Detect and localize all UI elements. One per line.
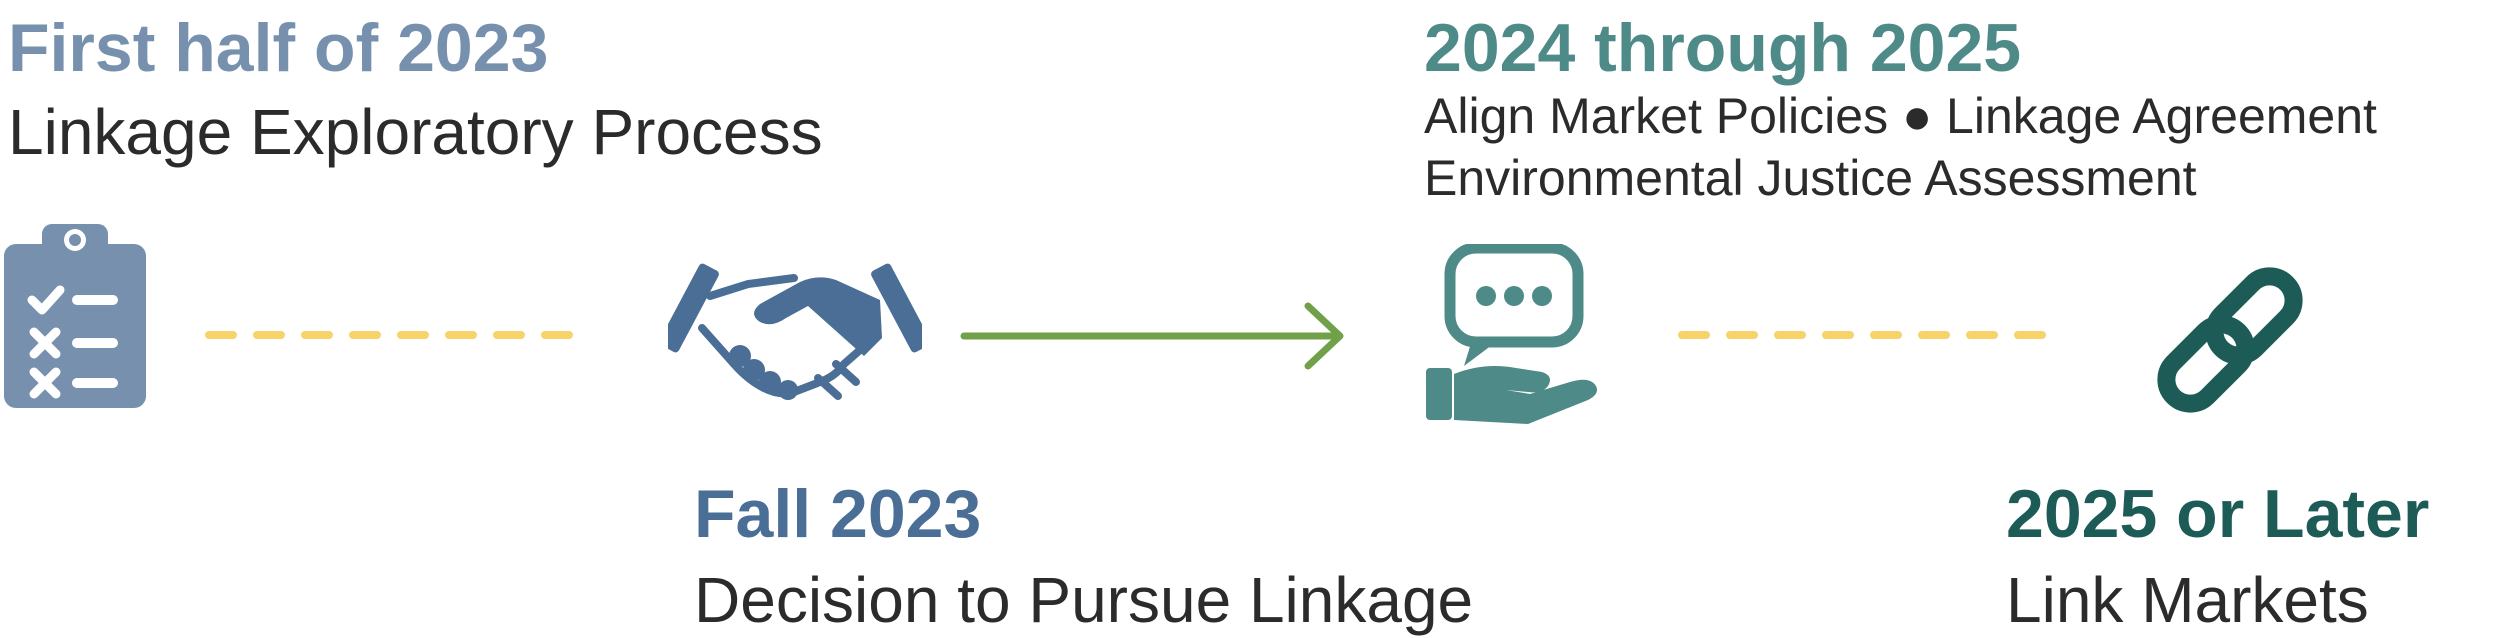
step2-description: Decision to Pursue Linkage [694,564,1474,636]
clipboard-checklist-icon [4,224,146,408]
hand-speech-bubble-icon [1426,244,1597,424]
dashed-connector-2 [1678,331,2068,339]
step1-heading: First half of 2023 [8,10,549,86]
step3-heading: 2024 through 2025 [1424,10,2022,86]
step1-description: Linkage Exploratory Process [8,96,823,168]
chain-link-icon [2157,267,2303,413]
step4-heading: 2025 or Later [2006,476,2430,552]
arrow-connector [960,302,1344,370]
dashed-connector-1 [205,331,595,339]
step4-description: Link Markets [2006,564,2369,636]
step3-description-line1: Align Market Policies ● Linkage Agreemen… [1424,88,2377,144]
step2-heading: Fall 2023 [694,476,982,552]
step3-description-line2: Environmental Justice Assessment [1424,150,2197,206]
handshake-icon [668,263,922,400]
